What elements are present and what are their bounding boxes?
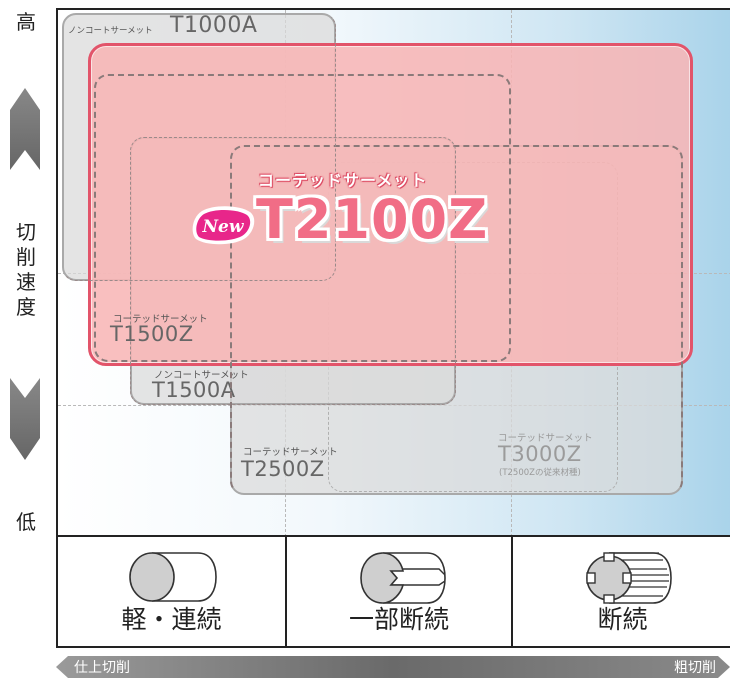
t1500a-subtitle: ノンコートサーメット [154,370,249,381]
category-label: 断続 [597,605,648,634]
new-badge-text: New [202,217,245,237]
y-title-char: 削 [16,245,36,269]
t2500z-name: T2500Z [241,457,325,481]
t1500z-name: T1500Z [110,322,194,346]
t1000a-name: T1000A [170,13,258,38]
t1500z-region-outline [94,74,511,362]
t3000z-subtitle: コーテッドサーメット [498,433,593,444]
y-axis-high-label: 高 [16,10,36,34]
y-axis-title: 切 削 速 度 [0,220,52,320]
category-light-continuous: 軽・連続 [58,537,285,646]
y-axis-low-label: 低 [16,510,36,534]
solid-cylinder-icon [129,552,217,602]
y-title-char: 度 [16,295,36,319]
t2100z-subtitle: コーテッドサーメット [258,171,428,190]
t1000a-subtitle: ノンコートサーメット [68,26,153,36]
down-arrow-icon [10,378,40,460]
t3000z-note: (T2500Zの従来材種) [499,468,581,478]
t2500z-region-outline [230,145,683,495]
t1500a-name: T1500A [152,378,236,402]
new-badge-icon: New [192,206,255,245]
t3000z-name: T3000Z [498,442,582,466]
t2100z-region [88,43,693,366]
double-arrow-icon [56,656,730,678]
t1500z-subtitle: コーテッドサーメット [113,314,208,325]
t2500z-subtitle: コーテッドサーメット [243,447,338,458]
x-axis-arrow-bar: 仕上切削 粗切削 [56,656,730,678]
category-partly-interrupted: 一部断続 [285,537,511,646]
cutting-condition-row: 軽・連続 一部断続 断続 [56,535,730,648]
t1000a-region-outline [62,13,336,281]
y-title-char: 速 [16,270,36,294]
x-axis-left-label: 仕上切削 [74,660,130,676]
y-title-char: 切 [16,220,36,244]
category-label: 軽・連続 [121,605,222,634]
grooved-cylinder-icon [360,552,446,604]
performance-chart-area: ノンコートサーメット T1000A コーテッドサーメット T2500Z コーテッ… [56,8,730,537]
t1500a-region-outline [130,137,456,405]
category-label: 一部断続 [348,605,449,634]
x-axis-right-label: 粗切削 [674,660,716,676]
multi-grooved-cylinder-icon [586,552,672,604]
category-interrupted: 断続 [511,537,730,646]
up-arrow-icon [10,88,40,170]
t2100z-name: T2100Z [256,188,489,251]
